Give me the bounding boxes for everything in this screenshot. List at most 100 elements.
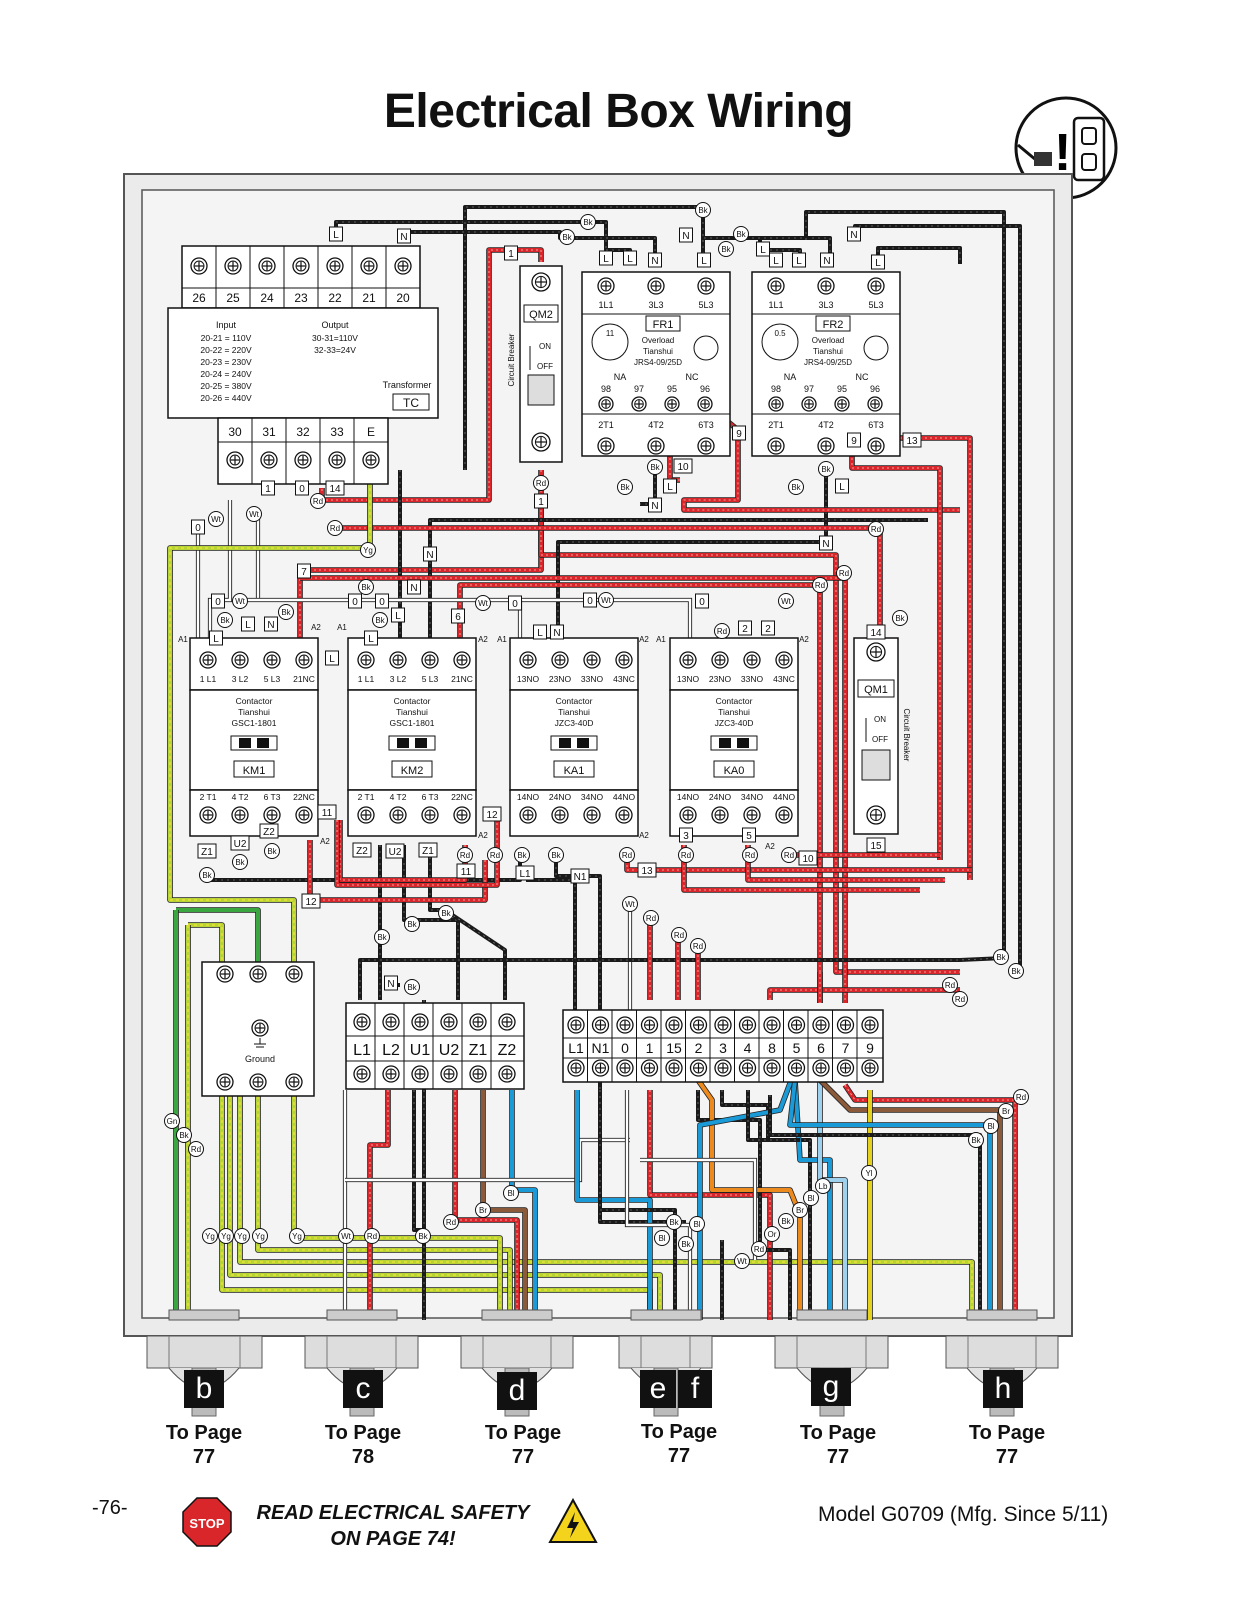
svg-text:0: 0 bbox=[379, 597, 385, 608]
svg-text:2T1: 2T1 bbox=[598, 420, 614, 430]
control-terminal-5: 5 bbox=[793, 1040, 801, 1056]
terminal-screw bbox=[285, 1073, 303, 1091]
high-voltage-warning-icon bbox=[548, 1498, 598, 1543]
svg-text:20-26 = 440V: 20-26 = 440V bbox=[200, 393, 252, 403]
terminal-screw bbox=[591, 1016, 610, 1034]
svg-text:Rd: Rd bbox=[330, 524, 340, 533]
svg-text:20-22 = 220V: 20-22 = 220V bbox=[200, 345, 252, 355]
svg-text:Bk: Bk bbox=[267, 847, 277, 856]
svg-text:N: N bbox=[822, 539, 829, 550]
wire-tag-w5: 5 bbox=[742, 827, 756, 843]
wire-tag-rd: Rd bbox=[714, 623, 730, 639]
wire-tag-bk: Bk bbox=[788, 479, 804, 495]
terminal-screw bbox=[453, 651, 471, 669]
svg-text:Bk: Bk bbox=[698, 206, 708, 215]
svg-text:20-24 = 240V: 20-24 = 240V bbox=[200, 369, 252, 379]
wire-tag-yg: Yg bbox=[218, 1228, 234, 1244]
control-terminal-7: 7 bbox=[842, 1040, 850, 1056]
svg-text:Bk: Bk bbox=[1011, 967, 1021, 976]
terminal-screw bbox=[775, 651, 793, 669]
wire-tag-w7: 7 bbox=[297, 563, 311, 579]
wire-tag-n: N bbox=[820, 252, 834, 268]
svg-text:ON: ON bbox=[539, 342, 551, 351]
wire-tag-w0: 0 bbox=[695, 593, 709, 609]
svg-text:A2: A2 bbox=[639, 635, 649, 644]
terminal-screw bbox=[353, 1013, 371, 1031]
wire-tag-bk: Bk bbox=[993, 949, 1009, 965]
terminal-screw bbox=[689, 1059, 708, 1077]
transformer-terminal-32: 32 bbox=[296, 425, 310, 439]
terminal-screw bbox=[498, 1013, 516, 1031]
wire-tag-br: Br bbox=[475, 1202, 491, 1218]
wire-white bbox=[345, 1138, 630, 1182]
terminal-screw bbox=[591, 1059, 610, 1077]
svg-text:Rd: Rd bbox=[955, 995, 965, 1004]
svg-text:KA0: KA0 bbox=[724, 765, 745, 777]
wire-brown bbox=[481, 1090, 527, 1320]
svg-text:U2: U2 bbox=[389, 847, 402, 858]
svg-text:Overload: Overload bbox=[642, 336, 674, 345]
svg-text:NA: NA bbox=[784, 372, 797, 382]
svg-text:Rd: Rd bbox=[536, 479, 546, 488]
svg-text:5: 5 bbox=[746, 831, 752, 842]
wire-tag-bk: Bk bbox=[199, 867, 215, 883]
wire-tag-rd: Rd bbox=[742, 847, 758, 863]
wire-tag-wt: Wt bbox=[622, 896, 638, 912]
svg-text:!: ! bbox=[1054, 124, 1071, 182]
wire-tag-u2: U2 bbox=[230, 835, 250, 851]
power-terminal-z2: Z2 bbox=[498, 1042, 517, 1059]
svg-text:Bl: Bl bbox=[693, 1220, 700, 1229]
terminal-screw bbox=[812, 1059, 830, 1077]
svg-text:5L3: 5L3 bbox=[868, 300, 883, 310]
wire-orange bbox=[696, 1078, 802, 1320]
svg-text:Bk: Bk bbox=[791, 483, 801, 492]
svg-text:34NO: 34NO bbox=[741, 792, 764, 802]
terminal-screw bbox=[421, 651, 439, 669]
svg-text:Wt: Wt bbox=[625, 900, 636, 909]
wire-tag-bl: Bl bbox=[654, 1230, 670, 1246]
terminal-screw bbox=[353, 1065, 371, 1083]
svg-text:14NO: 14NO bbox=[677, 792, 700, 802]
svg-text:JZC3-40D: JZC3-40D bbox=[715, 718, 754, 728]
svg-text:3 L2: 3 L2 bbox=[390, 674, 407, 684]
terminal-screw bbox=[226, 451, 244, 469]
svg-text:A2: A2 bbox=[478, 635, 488, 644]
control-terminal-3: 3 bbox=[719, 1040, 727, 1056]
svg-text:Wt: Wt bbox=[235, 597, 246, 606]
wire-tag-l: L bbox=[756, 241, 770, 257]
svg-text:Rd: Rd bbox=[871, 525, 881, 534]
wire-tag-w9: 9 bbox=[847, 432, 861, 448]
svg-text:Bk: Bk bbox=[669, 1218, 679, 1227]
svg-text:KA1: KA1 bbox=[564, 765, 585, 777]
svg-text:0: 0 bbox=[352, 597, 358, 608]
terminal-screw bbox=[583, 806, 601, 824]
svg-text:Rd: Rd bbox=[446, 1218, 456, 1227]
svg-text:A1: A1 bbox=[497, 635, 507, 644]
svg-text:Bk: Bk bbox=[377, 933, 387, 942]
terminal-screw bbox=[787, 1016, 806, 1034]
terminal-screw bbox=[190, 257, 208, 275]
transformer-terminal-23: 23 bbox=[294, 291, 308, 305]
wire-tag-bk: Bk bbox=[666, 1214, 682, 1230]
terminal-screw bbox=[583, 651, 601, 669]
svg-text:NA: NA bbox=[614, 372, 627, 382]
terminal-screw bbox=[647, 277, 665, 295]
terminal-screw bbox=[294, 451, 312, 469]
svg-text:Tianshui: Tianshui bbox=[813, 347, 843, 356]
svg-text:9: 9 bbox=[736, 429, 742, 440]
svg-text:32-33=24V: 32-33=24V bbox=[314, 345, 356, 355]
wire-tag-n: N bbox=[819, 535, 833, 551]
svg-text:96: 96 bbox=[870, 384, 880, 394]
power-terminal-z1: Z1 bbox=[469, 1042, 488, 1059]
breaker-qm2-id: QM2 bbox=[529, 309, 553, 321]
terminal-screw bbox=[224, 257, 242, 275]
svg-text:Bk: Bk bbox=[407, 983, 417, 992]
svg-text:1: 1 bbox=[508, 249, 514, 260]
svg-text:Rd: Rd bbox=[622, 851, 632, 860]
svg-text:0.5: 0.5 bbox=[774, 329, 786, 338]
svg-text:Wt: Wt bbox=[211, 515, 222, 524]
svg-text:N: N bbox=[651, 256, 658, 267]
svg-text:23NO: 23NO bbox=[709, 674, 732, 684]
svg-text:Input: Input bbox=[216, 320, 237, 330]
